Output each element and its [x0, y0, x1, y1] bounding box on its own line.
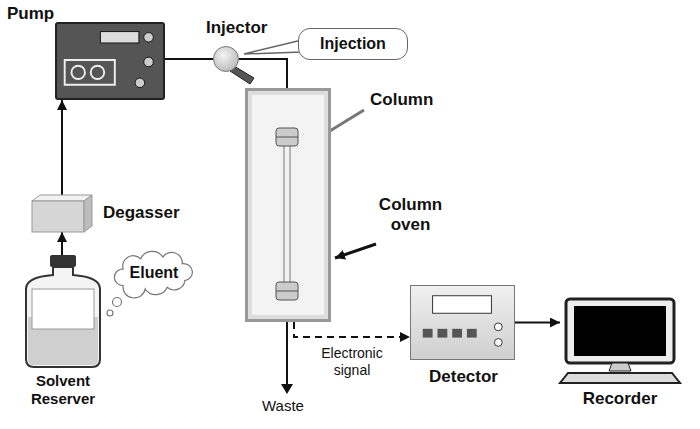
- flow-connector: [294, 322, 410, 337]
- node-label: Degasser: [103, 203, 180, 223]
- column-oven: Column ovenColumn: [245, 88, 331, 322]
- detector-drawing: [411, 286, 514, 359]
- thought-bubble: Eluent: [110, 252, 198, 294]
- injector-valve: Injector: [213, 46, 239, 72]
- flow-connector: [165, 58, 213, 60]
- waste-arrowhead: [281, 384, 293, 394]
- node-label: Injection: [320, 34, 386, 53]
- flow-connector: [61, 100, 63, 195]
- node-label: Eluent: [130, 263, 179, 282]
- bottle-drawing: [22, 255, 104, 368]
- callout-bubble: Injection: [298, 28, 408, 60]
- node-label: Solvent Reserver: [12, 372, 114, 408]
- column-drawing: [272, 128, 302, 300]
- node-label: Column: [370, 90, 433, 110]
- callout-tail: [244, 40, 302, 54]
- outlet-label: Waste: [262, 397, 304, 415]
- node-label: Injector: [206, 18, 267, 38]
- hplc-column: Column: [272, 128, 302, 300]
- solvent-bottle: Solvent Reserver: [22, 255, 104, 368]
- detector-unit: Detector: [410, 285, 515, 360]
- flow-connector: [61, 232, 63, 255]
- degasser-unit: Degasser: [32, 195, 92, 232]
- degasser-drawing: [32, 195, 92, 232]
- node-label: Recorder: [560, 389, 680, 409]
- pump-unit: Pump: [55, 22, 165, 100]
- node-label: Pump: [7, 4, 54, 24]
- flow-connector: [515, 322, 560, 324]
- recorder-computer: Recorder: [560, 297, 680, 385]
- node-label: Column oven: [368, 195, 453, 236]
- edge-label: Electronic signal: [302, 345, 402, 379]
- thought-bubble: [107, 310, 113, 316]
- node-label: Detector: [411, 367, 516, 387]
- leader-arrow: [335, 244, 376, 258]
- monitor-drawing: [560, 297, 680, 385]
- thought-bubble: [113, 298, 122, 307]
- pump-drawing: [57, 24, 163, 98]
